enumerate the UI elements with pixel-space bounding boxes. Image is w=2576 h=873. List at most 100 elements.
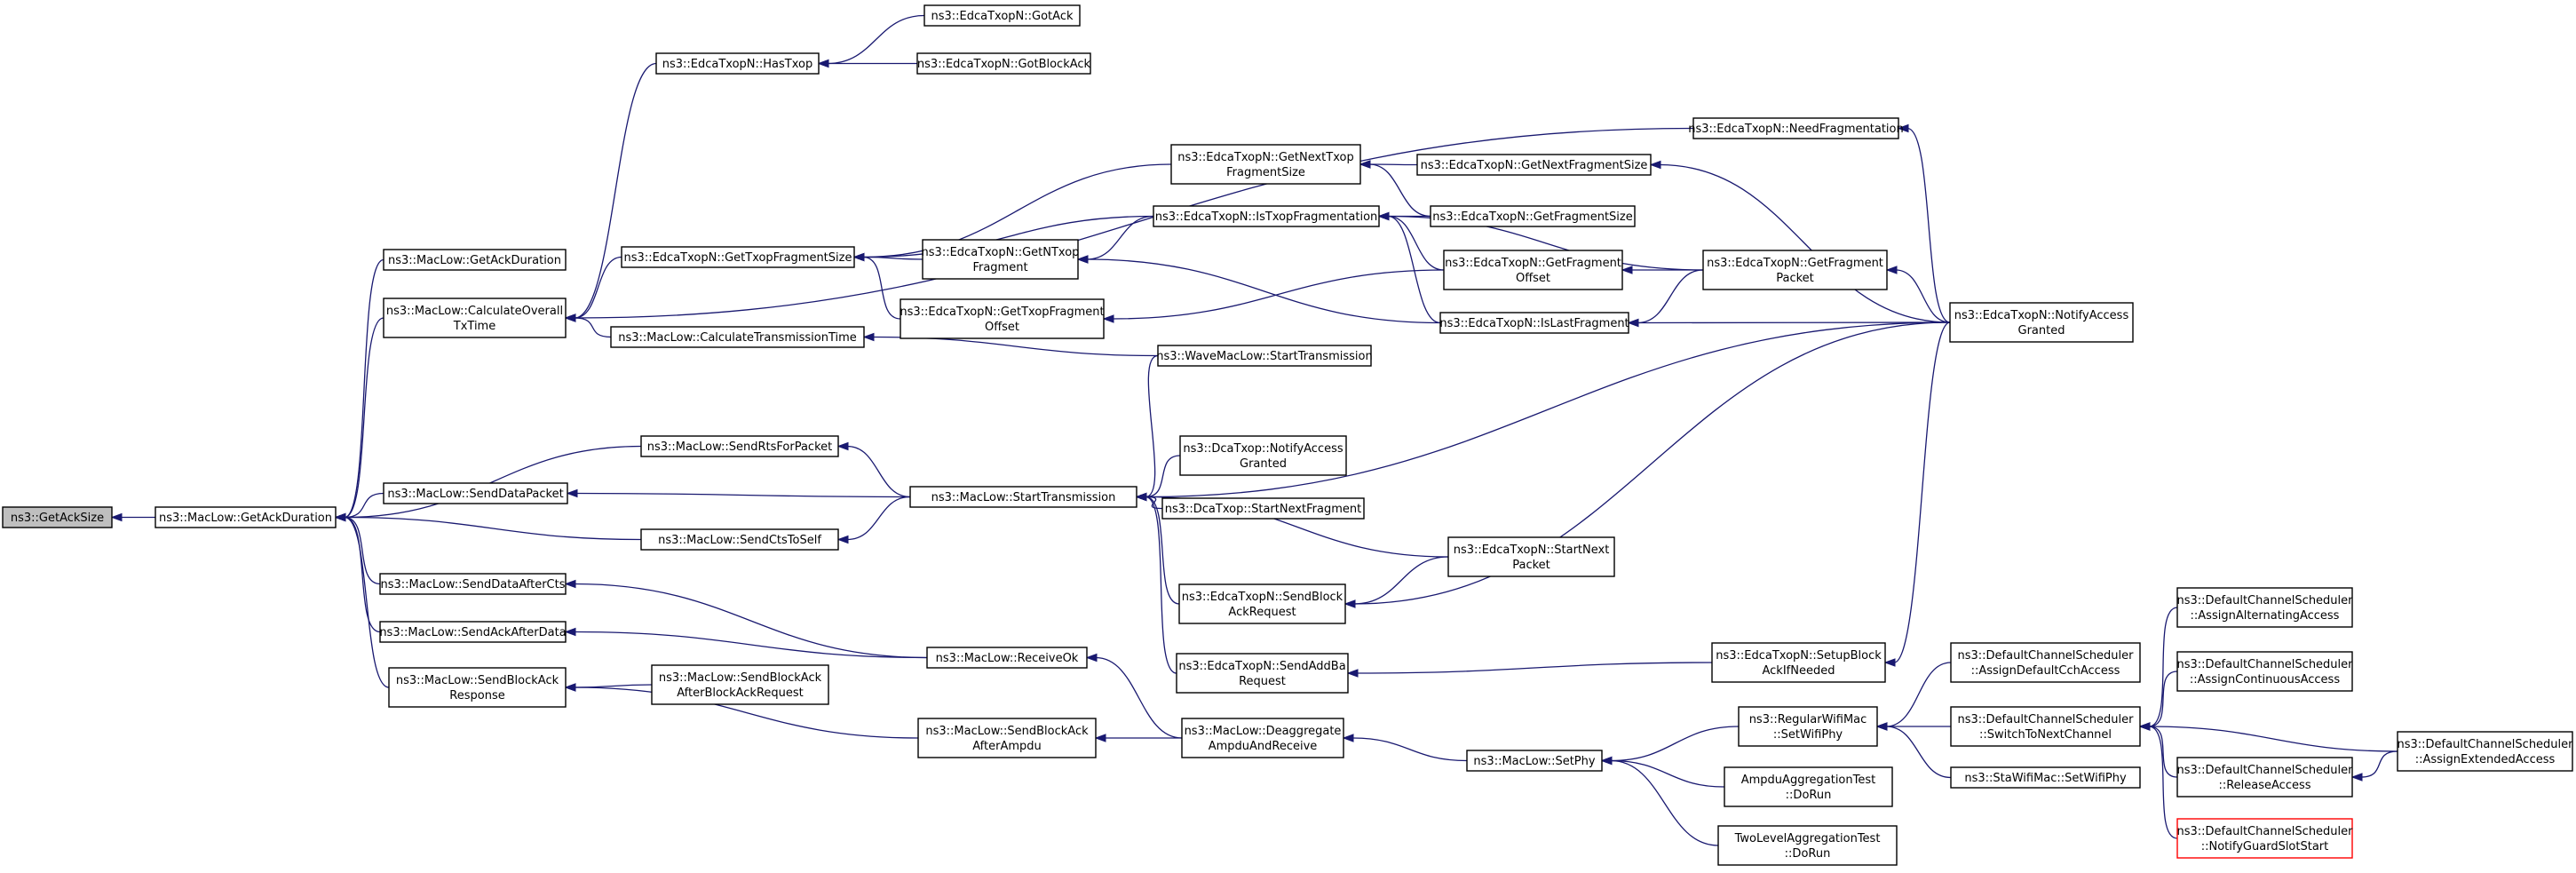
node-box[interactable]	[2, 506, 113, 528]
graph-node-n25[interactable]: ns3::DcaTxop::StartNextFragment	[1161, 497, 1365, 520]
graph-node-n35[interactable]: ns3::EdcaTxopN::NeedFragmentation	[1688, 117, 1904, 139]
graph-node-n11[interactable]: ns3::EdcaTxopN::GetTxopFragmentSize	[621, 246, 855, 268]
node-box[interactable]	[1702, 250, 1888, 290]
graph-node-n45[interactable]: ns3::DefaultChannelScheduler::AssignAlte…	[2176, 587, 2354, 628]
graph-node-n14[interactable]: ns3::MacLow::SendBlockAckAfterBlockAckRe…	[651, 664, 829, 705]
node-box[interactable]	[379, 573, 567, 595]
node-box[interactable]	[1724, 766, 1893, 807]
node-box[interactable]	[655, 52, 820, 75]
node-box[interactable]	[2176, 651, 2353, 692]
graph-node-n49[interactable]: ns3::DefaultChannelScheduler::AssignExte…	[2397, 731, 2574, 772]
graph-node-n7[interactable]: ns3::MacLow::SendDataAfterCts	[379, 573, 567, 595]
graph-node-n34[interactable]: ns3::MacLow::SetPhy	[1466, 750, 1603, 772]
node-box[interactable]	[640, 435, 839, 457]
node-box[interactable]	[1179, 435, 1347, 476]
node-box[interactable]	[1157, 345, 1372, 367]
node-box[interactable]	[1430, 205, 1636, 227]
graph-node-n38[interactable]: ns3::RegularWifiMac::SetWifiPhy	[1738, 706, 1878, 747]
node-box[interactable]	[1170, 144, 1361, 185]
node-box[interactable]	[1447, 536, 1615, 577]
graph-node-n47[interactable]: ns3::DefaultChannelScheduler::ReleaseAcc…	[2176, 757, 2354, 798]
node-box[interactable]	[388, 667, 567, 708]
node-box[interactable]	[1711, 642, 1886, 683]
node-box[interactable]	[922, 239, 1079, 280]
graph-node-n12[interactable]: ns3::MacLow::CalculateTransmissionTime	[610, 326, 865, 348]
node-box[interactable]	[900, 298, 1105, 339]
graph-node-n0[interactable]: ns3::GetAckSize	[2, 506, 113, 528]
node-box[interactable]	[1738, 706, 1878, 747]
node-box[interactable]	[2176, 757, 2353, 798]
graph-node-n15[interactable]: ns3::MacLow::ReceiveOk	[926, 647, 1088, 669]
node-box[interactable]	[1176, 653, 1349, 694]
graph-node-n42[interactable]: ns3::DefaultChannelScheduler::AssignDefa…	[1950, 642, 2141, 683]
node-box[interactable]	[1692, 117, 1899, 139]
graph-node-n23[interactable]: ns3::WaveMacLow::StartTransmission	[1156, 345, 1373, 367]
node-box[interactable]	[383, 249, 567, 271]
node-box[interactable]	[2397, 731, 2573, 772]
node-box[interactable]	[1466, 750, 1603, 772]
graph-node-n5[interactable]: ns3::MacLow::SendDataPacket	[383, 482, 568, 504]
graph-node-n2[interactable]: ns3::MacLow::GetAckDuration	[383, 249, 567, 271]
node-box[interactable]	[383, 298, 567, 338]
node-box[interactable]	[1181, 718, 1344, 758]
graph-node-n4[interactable]: ns3::MacLow::SendRtsForPacket	[640, 435, 839, 457]
node-box[interactable]	[1717, 825, 1898, 866]
node-box[interactable]	[610, 326, 865, 348]
graph-node-n22[interactable]: ns3::EdcaTxopN::IsTxopFragmentation	[1153, 205, 1380, 227]
node-box[interactable]	[383, 482, 568, 504]
node-box[interactable]	[909, 486, 1137, 508]
graph-node-n29[interactable]: ns3::EdcaTxopN::GetNextFragmentSize	[1416, 154, 1652, 176]
graph-node-n43[interactable]: ns3::DefaultChannelScheduler::SwitchToNe…	[1950, 706, 2141, 747]
graph-node-n46[interactable]: ns3::DefaultChannelScheduler::AssignCont…	[2176, 651, 2354, 692]
graph-node-n44[interactable]: ns3::StaWifiMac::SetWifiPhy	[1950, 766, 2141, 789]
graph-node-n13[interactable]: ns3::MacLow::StartTransmission	[909, 486, 1137, 508]
graph-node-n18[interactable]: ns3::EdcaTxopN::GotBlockAck	[916, 52, 1091, 75]
node-box[interactable]	[1950, 642, 2141, 683]
graph-node-n17[interactable]: ns3::EdcaTxopN::GotAck	[923, 4, 1081, 27]
node-box[interactable]	[1178, 583, 1346, 624]
graph-node-n40[interactable]: TwoLevelAggregationTest::DoRun	[1717, 825, 1898, 866]
node-box[interactable]	[621, 246, 855, 268]
graph-node-n10[interactable]: ns3::EdcaTxopN::HasTxop	[655, 52, 820, 75]
node-box[interactable]	[2176, 587, 2353, 628]
node-box[interactable]	[1949, 302, 2134, 343]
node-box[interactable]	[1161, 497, 1365, 520]
node-box[interactable]	[923, 4, 1081, 27]
graph-node-n32[interactable]: ns3::EdcaTxopN::IsLastFragment	[1439, 312, 1629, 334]
graph-node-n8[interactable]: ns3::MacLow::SendAckAfterData	[379, 621, 567, 643]
node-box[interactable]	[1443, 250, 1623, 290]
node-box[interactable]	[916, 52, 1091, 75]
node-box[interactable]	[379, 621, 567, 643]
graph-node-n6[interactable]: ns3::MacLow::SendCtsToSelf	[640, 528, 839, 551]
node-box[interactable]	[640, 528, 839, 551]
graph-node-n30[interactable]: ns3::EdcaTxopN::GetFragmentSize	[1430, 205, 1636, 227]
node-box[interactable]	[651, 664, 829, 705]
node-box[interactable]	[2176, 818, 2353, 859]
node-box[interactable]	[1950, 706, 2141, 747]
node-box[interactable]	[1950, 766, 2141, 789]
node-box[interactable]	[1416, 154, 1652, 176]
node-box[interactable]	[926, 647, 1088, 669]
node-box[interactable]	[917, 718, 1097, 758]
node-box[interactable]	[1153, 205, 1380, 227]
node-box[interactable]	[155, 506, 337, 528]
graph-node-n48[interactable]: ns3::DefaultChannelScheduler::NotifyGuar…	[2176, 818, 2354, 859]
node-box[interactable]	[1439, 312, 1629, 334]
graph-node-n1[interactable]: ns3::MacLow::GetAckDuration	[155, 506, 337, 528]
graph-node-n39[interactable]: AmpduAggregationTest::DoRun	[1724, 766, 1893, 807]
